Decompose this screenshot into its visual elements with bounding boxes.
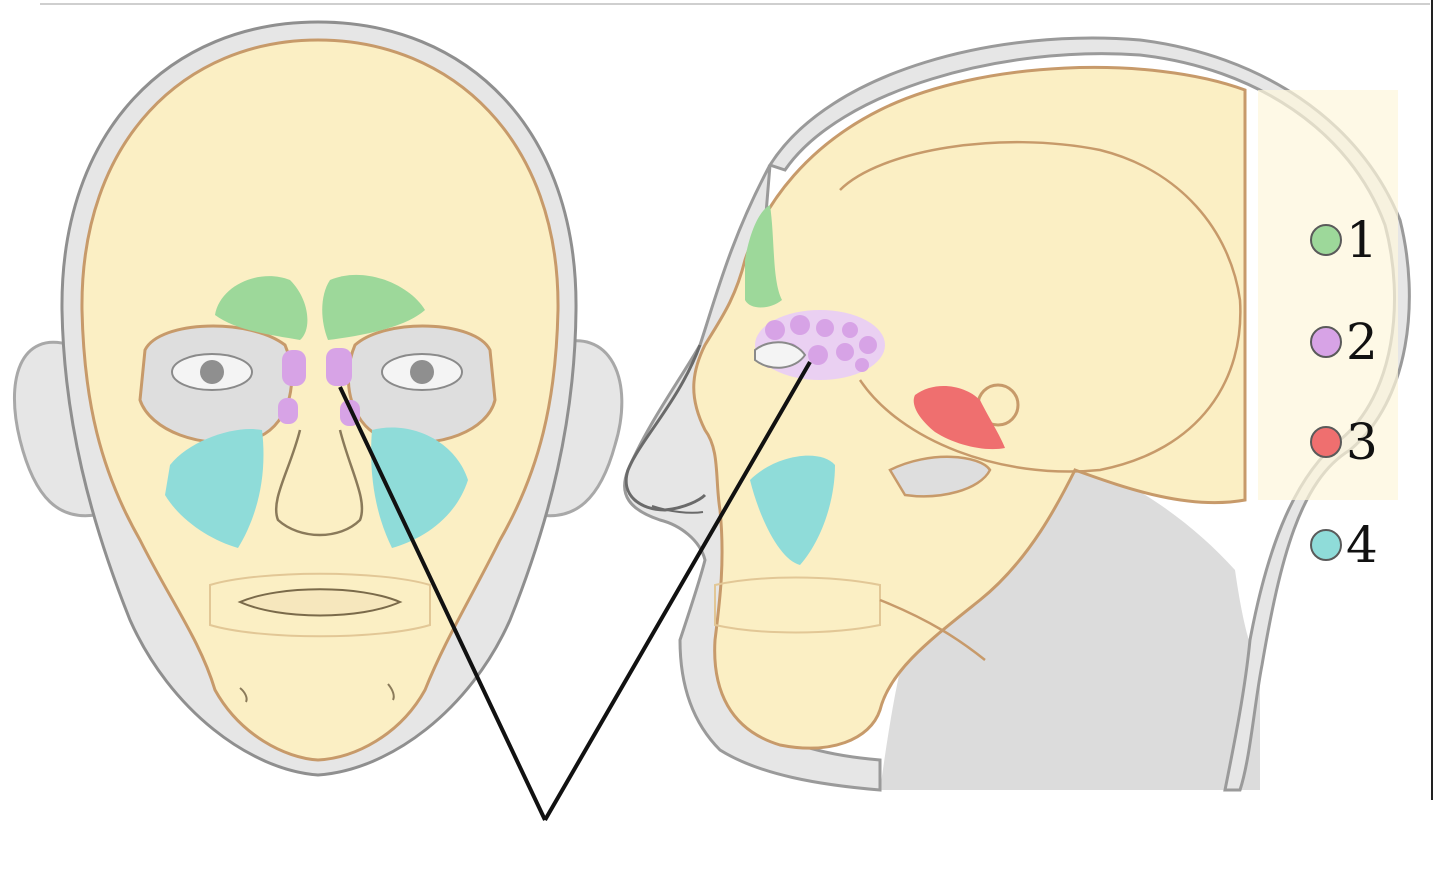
side-mandible <box>879 598 986 661</box>
legend-item-3: 3 <box>1310 412 1378 472</box>
legend-label-4: 4 <box>1346 516 1378 574</box>
front-frontal-sinus-left <box>215 276 308 340</box>
legend-item-1: 1 <box>1310 210 1378 270</box>
chin-line-right <box>387 683 395 701</box>
side-frontal-sinus <box>745 205 782 308</box>
right-pupil <box>410 360 434 384</box>
front-skull-bone <box>80 38 560 762</box>
side-nostril <box>651 505 704 514</box>
side-teeth <box>714 576 881 634</box>
chin-line-left <box>239 687 248 703</box>
front-ethmoid-right-upper <box>326 348 352 386</box>
front-teeth <box>209 572 431 638</box>
side-view-head <box>623 36 1411 792</box>
side-zygomatic <box>888 455 992 498</box>
front-frontal-sinus-right <box>322 274 425 340</box>
front-ethmoid-left-upper <box>282 350 306 386</box>
side-eye <box>754 341 807 369</box>
pointer-line-front <box>338 386 547 821</box>
cyan-circle-icon <box>1310 529 1342 561</box>
green-circle-icon <box>1310 224 1342 256</box>
temporal-line <box>839 140 1242 473</box>
side-sphenoid-sinus <box>913 385 1005 450</box>
legend-label-2: 2 <box>1346 313 1378 371</box>
side-maxillary-sinus <box>750 455 835 565</box>
legend-item-2: 2 <box>1310 312 1378 372</box>
front-view-head <box>12 20 624 777</box>
left-pupil <box>200 360 224 384</box>
side-nose <box>624 344 707 512</box>
front-maxillary-sinus-right <box>371 427 468 548</box>
side-head-soft-tissue <box>767 36 1411 792</box>
legend-label-1: 1 <box>1346 211 1378 269</box>
front-lips <box>237 588 403 617</box>
pointer-line-side <box>543 360 812 822</box>
front-maxillary-sinus-left <box>165 429 264 548</box>
legend-label-3: 3 <box>1346 413 1378 471</box>
legend-item-4: 4 <box>1310 515 1378 575</box>
front-nose <box>275 429 364 537</box>
red-circle-icon <box>1310 426 1342 458</box>
front-ethmoid-left-lower <box>278 398 298 424</box>
purple-circle-icon <box>1310 326 1342 358</box>
